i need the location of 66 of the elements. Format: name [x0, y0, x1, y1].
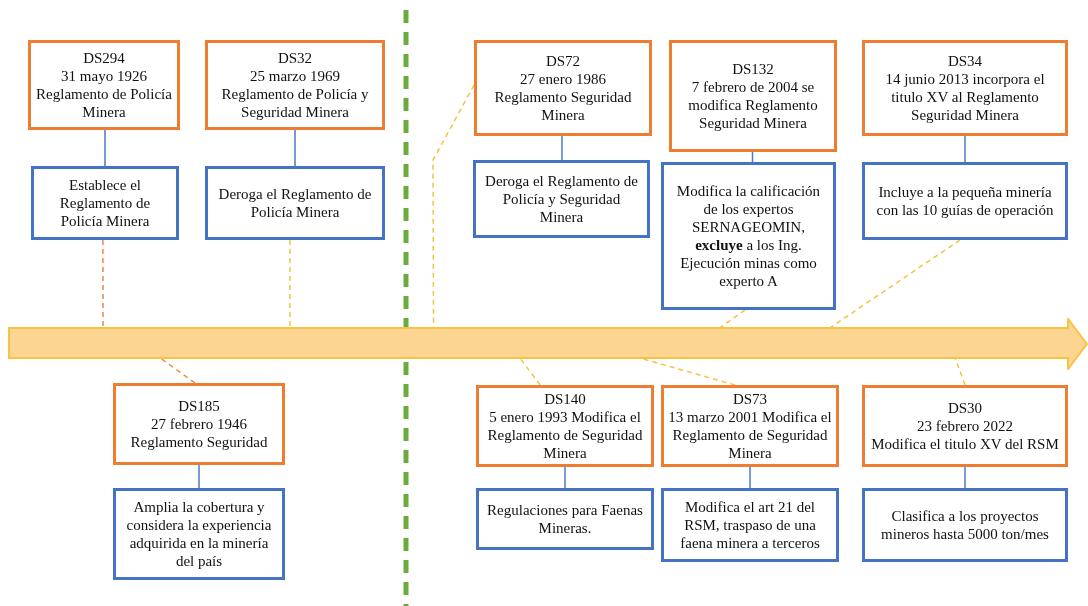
- connector-line: [964, 135, 966, 163]
- leader-line: [829, 239, 961, 329]
- decree-text: 27 febrero 1946: [151, 415, 247, 433]
- decree-text: 14 junio 2013 incorpora el titulo XV al Reglamento Seguridad Minera: [884, 70, 1046, 124]
- leader-line: [519, 357, 541, 386]
- decree-box: [862, 385, 1068, 467]
- connector-line: [964, 466, 966, 489]
- description-box: [31, 166, 179, 240]
- connector-line: [749, 466, 751, 489]
- connector-line: [564, 466, 566, 489]
- decree-code: DS72: [545, 52, 581, 70]
- decree-code: DS140: [544, 390, 586, 408]
- description-box: [476, 488, 654, 550]
- decree-text: 25 marzo 1969: [250, 67, 340, 85]
- leader-line: [102, 239, 104, 329]
- description-box: [862, 488, 1068, 562]
- decree-code: DS294: [83, 49, 125, 67]
- decree-box: [661, 385, 839, 467]
- decree-code: DS73: [732, 390, 768, 408]
- description-box: [862, 162, 1068, 240]
- description-text: Clasifica a los proyectos mineros hasta 5000 ton/mes: [880, 507, 1050, 543]
- decree-box: [862, 40, 1068, 136]
- connector-line: [104, 129, 106, 167]
- description-text: Establece el Reglamento de Policía Minera: [58, 176, 152, 230]
- description-box: [661, 488, 839, 562]
- decree-text: 31 mayo 1926: [61, 67, 147, 85]
- description-box: [473, 160, 650, 238]
- decree-code: DS32: [277, 49, 313, 67]
- description-text: Regulaciones para Faenas Mineras.: [486, 501, 644, 537]
- leader-line: [289, 239, 291, 329]
- description-text: Deroga el Reglamento de Policía Minera: [217, 185, 373, 221]
- decree-text: Reglamento Seguridad: [130, 433, 268, 451]
- decree-code: DS34: [947, 52, 983, 70]
- leader-line: [432, 84, 475, 329]
- decree-text: 7 febrero de 2004 se modifica Reglamento Seguridad Minera: [687, 78, 819, 132]
- decree-text: 23 febrero 2022: [917, 417, 1013, 435]
- connector-line: [198, 464, 200, 489]
- description-text: Modifica el art 21 del RSM, traspaso de una faena minera a terceros: [679, 498, 821, 552]
- decree-text: Reglamento de Policía y Seguridad Minera: [220, 85, 370, 121]
- decree-box: [113, 383, 285, 465]
- description-box: [205, 166, 385, 240]
- decree-box: [205, 40, 385, 130]
- description-text: Modifica la calificación de los expertos SERNAGEOMIN, excluye a los Ing. Ejecución minas como experto A: [675, 182, 822, 290]
- decree-text: Reglamento de Policía Minera: [35, 85, 173, 121]
- description-box: [113, 488, 285, 580]
- decree-code: DS30: [947, 399, 983, 417]
- timeline-bar: [8, 318, 1088, 370]
- decree-code: DS132: [732, 60, 774, 78]
- leader-line: [159, 357, 196, 384]
- decree-text: Modifica el titulo XV del RSM: [871, 435, 1059, 453]
- decree-box: [476, 385, 654, 467]
- decree-text: 5 enero 1993 Modifica el Reglamento de Seguridad Minera: [486, 408, 644, 462]
- description-text: Incluye a la pequeña minería con las 10 guías de operación: [875, 183, 1055, 219]
- connector-line: [294, 129, 296, 167]
- description-box: [661, 162, 836, 310]
- decree-text: Reglamento Seguridad Minera: [493, 88, 633, 124]
- connector-line: [561, 135, 563, 161]
- leader-line: [954, 357, 966, 386]
- decree-box: [669, 40, 837, 152]
- description-text: Deroga el Reglamento de Policía y Seguridad Minera: [484, 172, 639, 226]
- decree-text: 13 marzo 2001 Modifica el Reglamento de Seguridad Minera: [668, 408, 832, 462]
- description-text: Amplia la cobertura y considera la experiencia adquirida en la minería del país: [125, 498, 273, 570]
- decree-box: [474, 40, 652, 136]
- decree-text: 27 enero 1986: [520, 70, 606, 88]
- decree-code: DS185: [178, 397, 220, 415]
- decree-box: [28, 40, 180, 130]
